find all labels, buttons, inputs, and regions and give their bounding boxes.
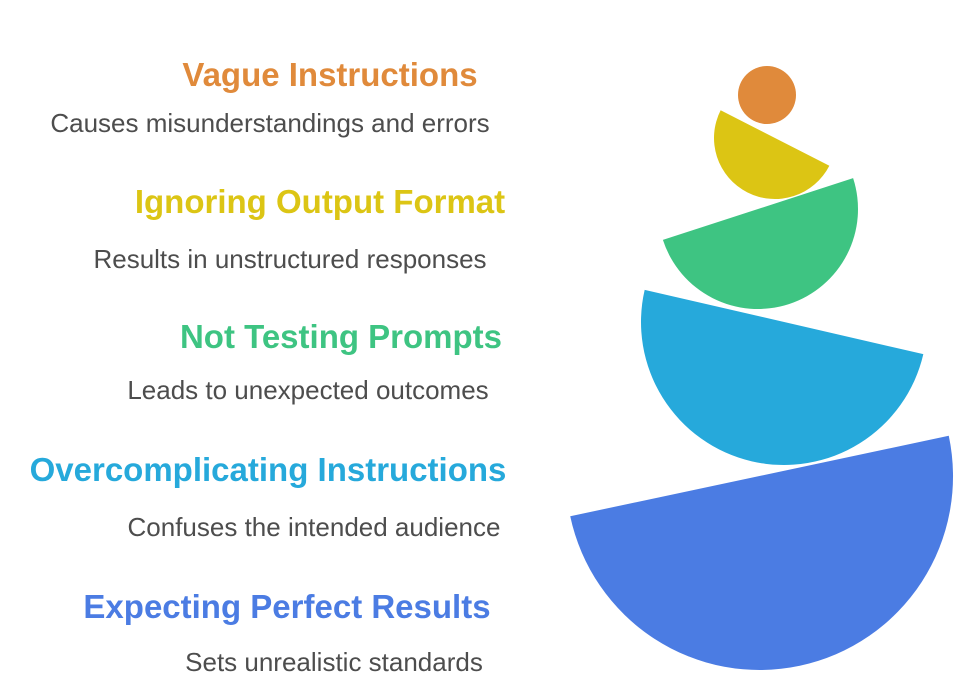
item-description-not-testing-prompts: Leads to unexpected outcomes	[127, 375, 489, 405]
item-heading-expecting-perfect-results: Expecting Perfect Results	[83, 588, 491, 625]
item-description-overcomplicating-instructions: Confuses the intended audience	[127, 512, 501, 542]
item-description-expecting-perfect-results: Sets unrealistic standards	[185, 647, 483, 677]
item-description-ignoring-output-format: Results in unstructured responses	[93, 244, 487, 274]
semicircle-expecting-perfect-results-icon	[570, 435, 968, 698]
item-heading-vague-instructions: Vague Instructions	[182, 56, 478, 93]
item-heading-ignoring-output-format: Ignoring Output Format	[134, 183, 506, 220]
circle-vague-instructions-icon	[738, 66, 796, 124]
item-heading-overcomplicating-instructions: Overcomplicating Instructions	[29, 451, 507, 488]
item-description-vague-instructions: Causes misunderstandings and errors	[50, 108, 490, 138]
item-heading-not-testing-prompts: Not Testing Prompts	[179, 318, 503, 355]
